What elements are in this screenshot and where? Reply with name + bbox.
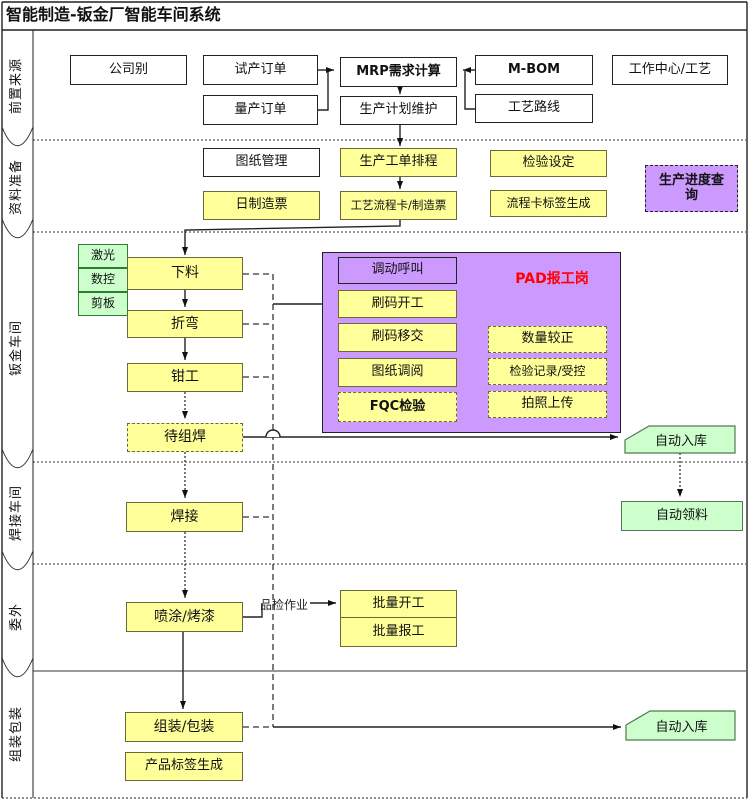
lane-label-dataprep: 资料准备	[9, 159, 24, 216]
node-shear: 剪板	[78, 292, 128, 316]
node-mass-order: 量产订单	[203, 95, 318, 125]
pad-dashed-connectors	[243, 273, 274, 728]
node-scan-start: 刷码开工	[338, 290, 457, 318]
node-work-center: 工作中心/工艺	[612, 55, 728, 85]
node-routing: 工艺路线	[475, 94, 593, 123]
node-bending: 折弯	[127, 310, 243, 338]
node-dispatch-call: 调动呼叫	[338, 257, 457, 284]
node-company: 公司别	[70, 55, 187, 85]
node-mrp: MRP需求计算	[340, 57, 457, 87]
node-drawing-view: 图纸调阅	[338, 358, 457, 387]
node-laser: 激光	[78, 244, 128, 268]
node-blanking: 下料	[127, 257, 243, 290]
node-fitter: 钳工	[127, 363, 243, 392]
lane-label-outsource: 委外	[9, 603, 24, 632]
lane-label-sheetmetal: 钣金车间	[9, 320, 24, 377]
node-painting: 喷涂/烤漆	[126, 602, 243, 632]
node-daily-ticket: 日制造票	[203, 191, 320, 220]
node-auto-instock-pack: 自动入库	[655, 720, 708, 735]
node-batch-start: 批量开工	[340, 590, 457, 618]
label-qc-job: 品检作业	[260, 598, 309, 612]
node-wo-scheduling: 生产工单排程	[340, 148, 457, 177]
node-plan-maint: 生产计划维护	[340, 96, 457, 125]
node-inspection-setup: 检验设定	[490, 150, 607, 177]
line-hop	[265, 429, 281, 438]
node-qty-adjust: 数量较正	[488, 326, 607, 353]
node-auto-picking: 自动领料	[621, 501, 743, 531]
node-fqc-check: FQC检验	[338, 392, 457, 422]
node-welding: 焊接	[126, 502, 243, 532]
lane-label-packaging: 组装包装	[9, 706, 24, 763]
node-photo-upload: 拍照上传	[488, 391, 607, 418]
node-card-label-gen: 流程卡标签生成	[490, 190, 607, 217]
node-batch-report: 批量报工	[340, 617, 457, 647]
node-auto-instock-sheet: 自动入库	[654, 434, 707, 449]
lane-label-presource: 前置来源	[9, 58, 24, 115]
page-title: 智能制造-钣金厂智能车间系统	[6, 5, 221, 24]
node-trial-order: 试产订单	[203, 55, 318, 85]
lane-label-welding: 焊接车间	[9, 485, 24, 542]
node-product-label-gen: 产品标签生成	[125, 752, 243, 781]
node-flow-card: 工艺流程卡/制造票	[340, 191, 457, 220]
node-inspect-record: 检验记录/受控	[488, 358, 607, 385]
node-mbom: M-BOM	[475, 55, 593, 85]
node-assembly: 组装/包装	[125, 712, 243, 742]
node-await-weld: 待组焊	[127, 423, 243, 452]
node-cnc: 数控	[78, 268, 128, 292]
node-drawing-mgmt: 图纸管理	[203, 148, 320, 177]
node-scan-transfer: 刷码移交	[338, 323, 457, 352]
pad-region-title: PAD报工岗	[515, 271, 589, 287]
node-progress-query: 生产进度查询	[645, 165, 738, 212]
